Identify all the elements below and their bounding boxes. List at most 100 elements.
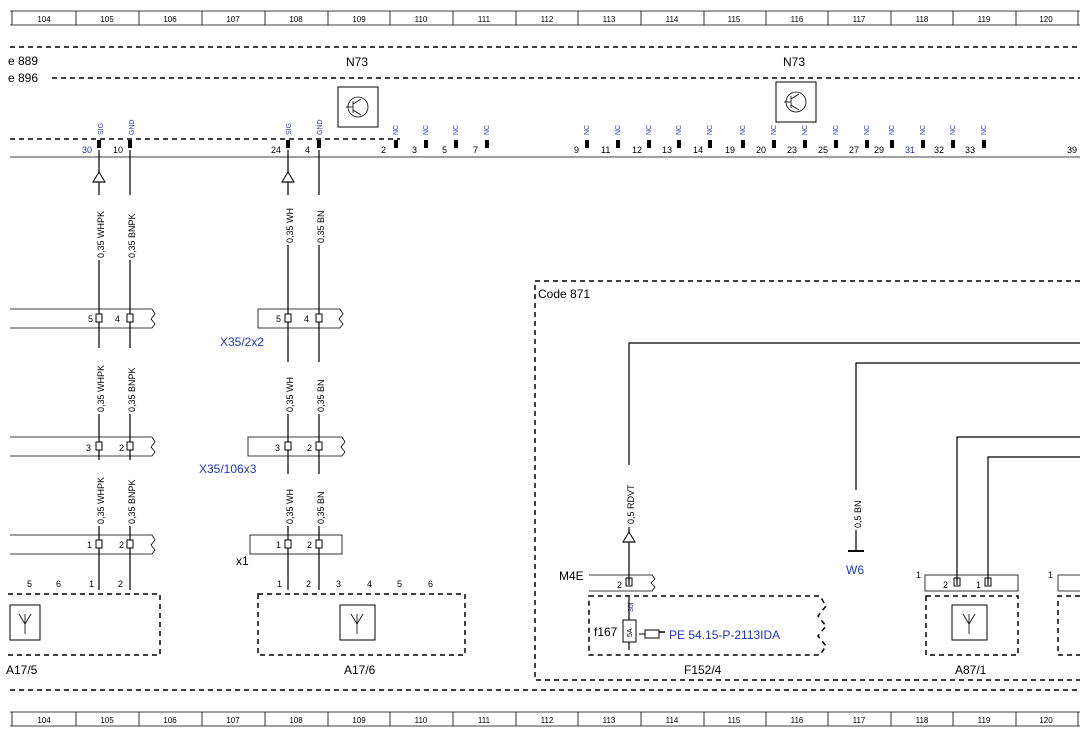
component-partial-right: 1 [1048,570,1080,656]
ruler-118: 118 [916,15,929,24]
ruler-104: 104 [37,15,51,24]
nc-label: NC [615,125,622,135]
pin-mark [585,140,589,148]
nc-label: NC [920,125,927,135]
ruler-106: 106 [163,15,177,24]
pin-1: 1 [276,540,281,550]
pin-mark [126,539,134,549]
pin-mark [315,441,323,451]
pin-12: 12 [632,145,642,155]
ruler-107: 107 [226,15,240,24]
pin-2: 2 [306,579,311,589]
ruler-109: 109 [352,15,366,24]
pin-mark [865,140,869,148]
n73-label-1: N73 [346,55,368,69]
ruler-105: 105 [100,15,114,24]
wire-label-whpk: 0,35 WHPK [96,211,106,258]
nc-label: NC [771,125,778,135]
pin-mark [286,140,290,148]
pin-mark [424,140,428,148]
inline-pin-marks [95,313,992,587]
signal-sig: SIG [286,123,293,135]
nc-label: NC [484,125,491,135]
nc-label: NC [740,125,747,135]
wire-label-bnpk: 0,35 BNPK [127,479,137,524]
wire-label-rdvt: 0,5 RDVT [626,484,636,524]
ruler-bottom-106: 106 [163,716,177,725]
wire-label-bn: 0,35 BN [316,379,326,412]
ruler-bottom-107: 107 [226,716,240,725]
pin-2: 2 [943,580,948,590]
ruler-110: 110 [415,15,428,24]
ruler-bottom-111: 111 [478,716,491,725]
pin-1: 1 [89,579,94,589]
pin-2: 2 [119,540,124,550]
wire-label-bn: 0,35 BN [316,491,326,524]
wire-label-bn05: 0,5 BN [853,500,863,528]
pin-13: 13 [662,145,672,155]
pin-2: 2 [118,579,123,589]
pin-mark [982,140,986,148]
code-871-box: Code 871 [534,280,1080,681]
pin-mark [95,313,103,323]
pin-7: 7 [473,145,478,155]
wire-label-wh: 0,35 WH [285,489,295,524]
sheet-ref-889: e 889 [8,54,38,68]
ruler-bottom-108: 108 [289,716,303,725]
pin-2: 2 [307,443,312,453]
pin-25: 25 [818,145,828,155]
ruler-bottom-119: 119 [978,716,991,725]
pin-23: 23 [787,145,797,155]
pin-mark [128,140,132,148]
ruler-115: 115 [728,15,741,24]
pin-mark [284,441,292,451]
nc-label: NC [423,125,430,135]
ruler-bottom-110: 110 [415,716,428,725]
pin-1: 1 [1048,570,1053,580]
pin-mark [284,539,292,549]
nc-label: NC [864,125,871,135]
ruler-bottom-118: 118 [916,716,929,725]
component-f152-4: M4E 2 30f 5A f167 PE 54.15-P-2113IDA F15… [559,569,827,677]
pin-mark [834,140,838,148]
ruler-bottom-116: 116 [791,716,804,725]
nc-label: NC [453,125,460,135]
wire-label-wh: 0,35 WH [285,208,295,243]
pin-5: 5 [397,579,402,589]
ruler-112: 112 [541,15,554,24]
component-a17-5: 5 6 1 2 A17/5 [6,579,161,677]
sheet-ref-896: e 896 [8,71,38,85]
pin-mark [454,140,458,148]
nc-label: NC [584,125,591,135]
transistor-icon [775,81,817,123]
nc-label: NC [676,125,683,135]
pin-33: 33 [965,145,975,155]
pin-4: 4 [115,314,120,324]
fuse-pin-label: 30f [628,602,635,612]
pin-mark [315,539,323,549]
hand-pointer-icon [639,629,665,639]
ruler-bottom-115: 115 [728,716,741,725]
pin-3: 3 [86,443,91,453]
component-label-a87-1: A87/1 [955,663,987,677]
pe-reference-link[interactable]: PE 54.15-P-2113IDA [669,628,780,642]
pin-mark [803,140,807,148]
ruler-111: 111 [478,15,491,24]
pin-mark [284,313,292,323]
pin-31: 31 [905,145,915,155]
pin-mark [315,313,323,323]
pin-mark [95,441,103,451]
pin-2: 2 [617,580,622,590]
pin-mark [741,140,745,148]
connector-x35-2x2: 5 4 5 4 X35/2x2 [10,308,344,349]
pin-mark [485,140,489,148]
pin-6: 6 [428,579,433,589]
bottom-ruler: 104 105 106 107 108 109 110 111 112 113 … [10,711,1080,727]
pin-2: 2 [307,540,312,550]
pin-3: 3 [412,145,417,155]
pin-mark [394,140,398,148]
f167-label: f167 [594,625,618,639]
m4e-label: M4E [559,569,584,583]
fuse-rating: 5A [627,628,634,637]
